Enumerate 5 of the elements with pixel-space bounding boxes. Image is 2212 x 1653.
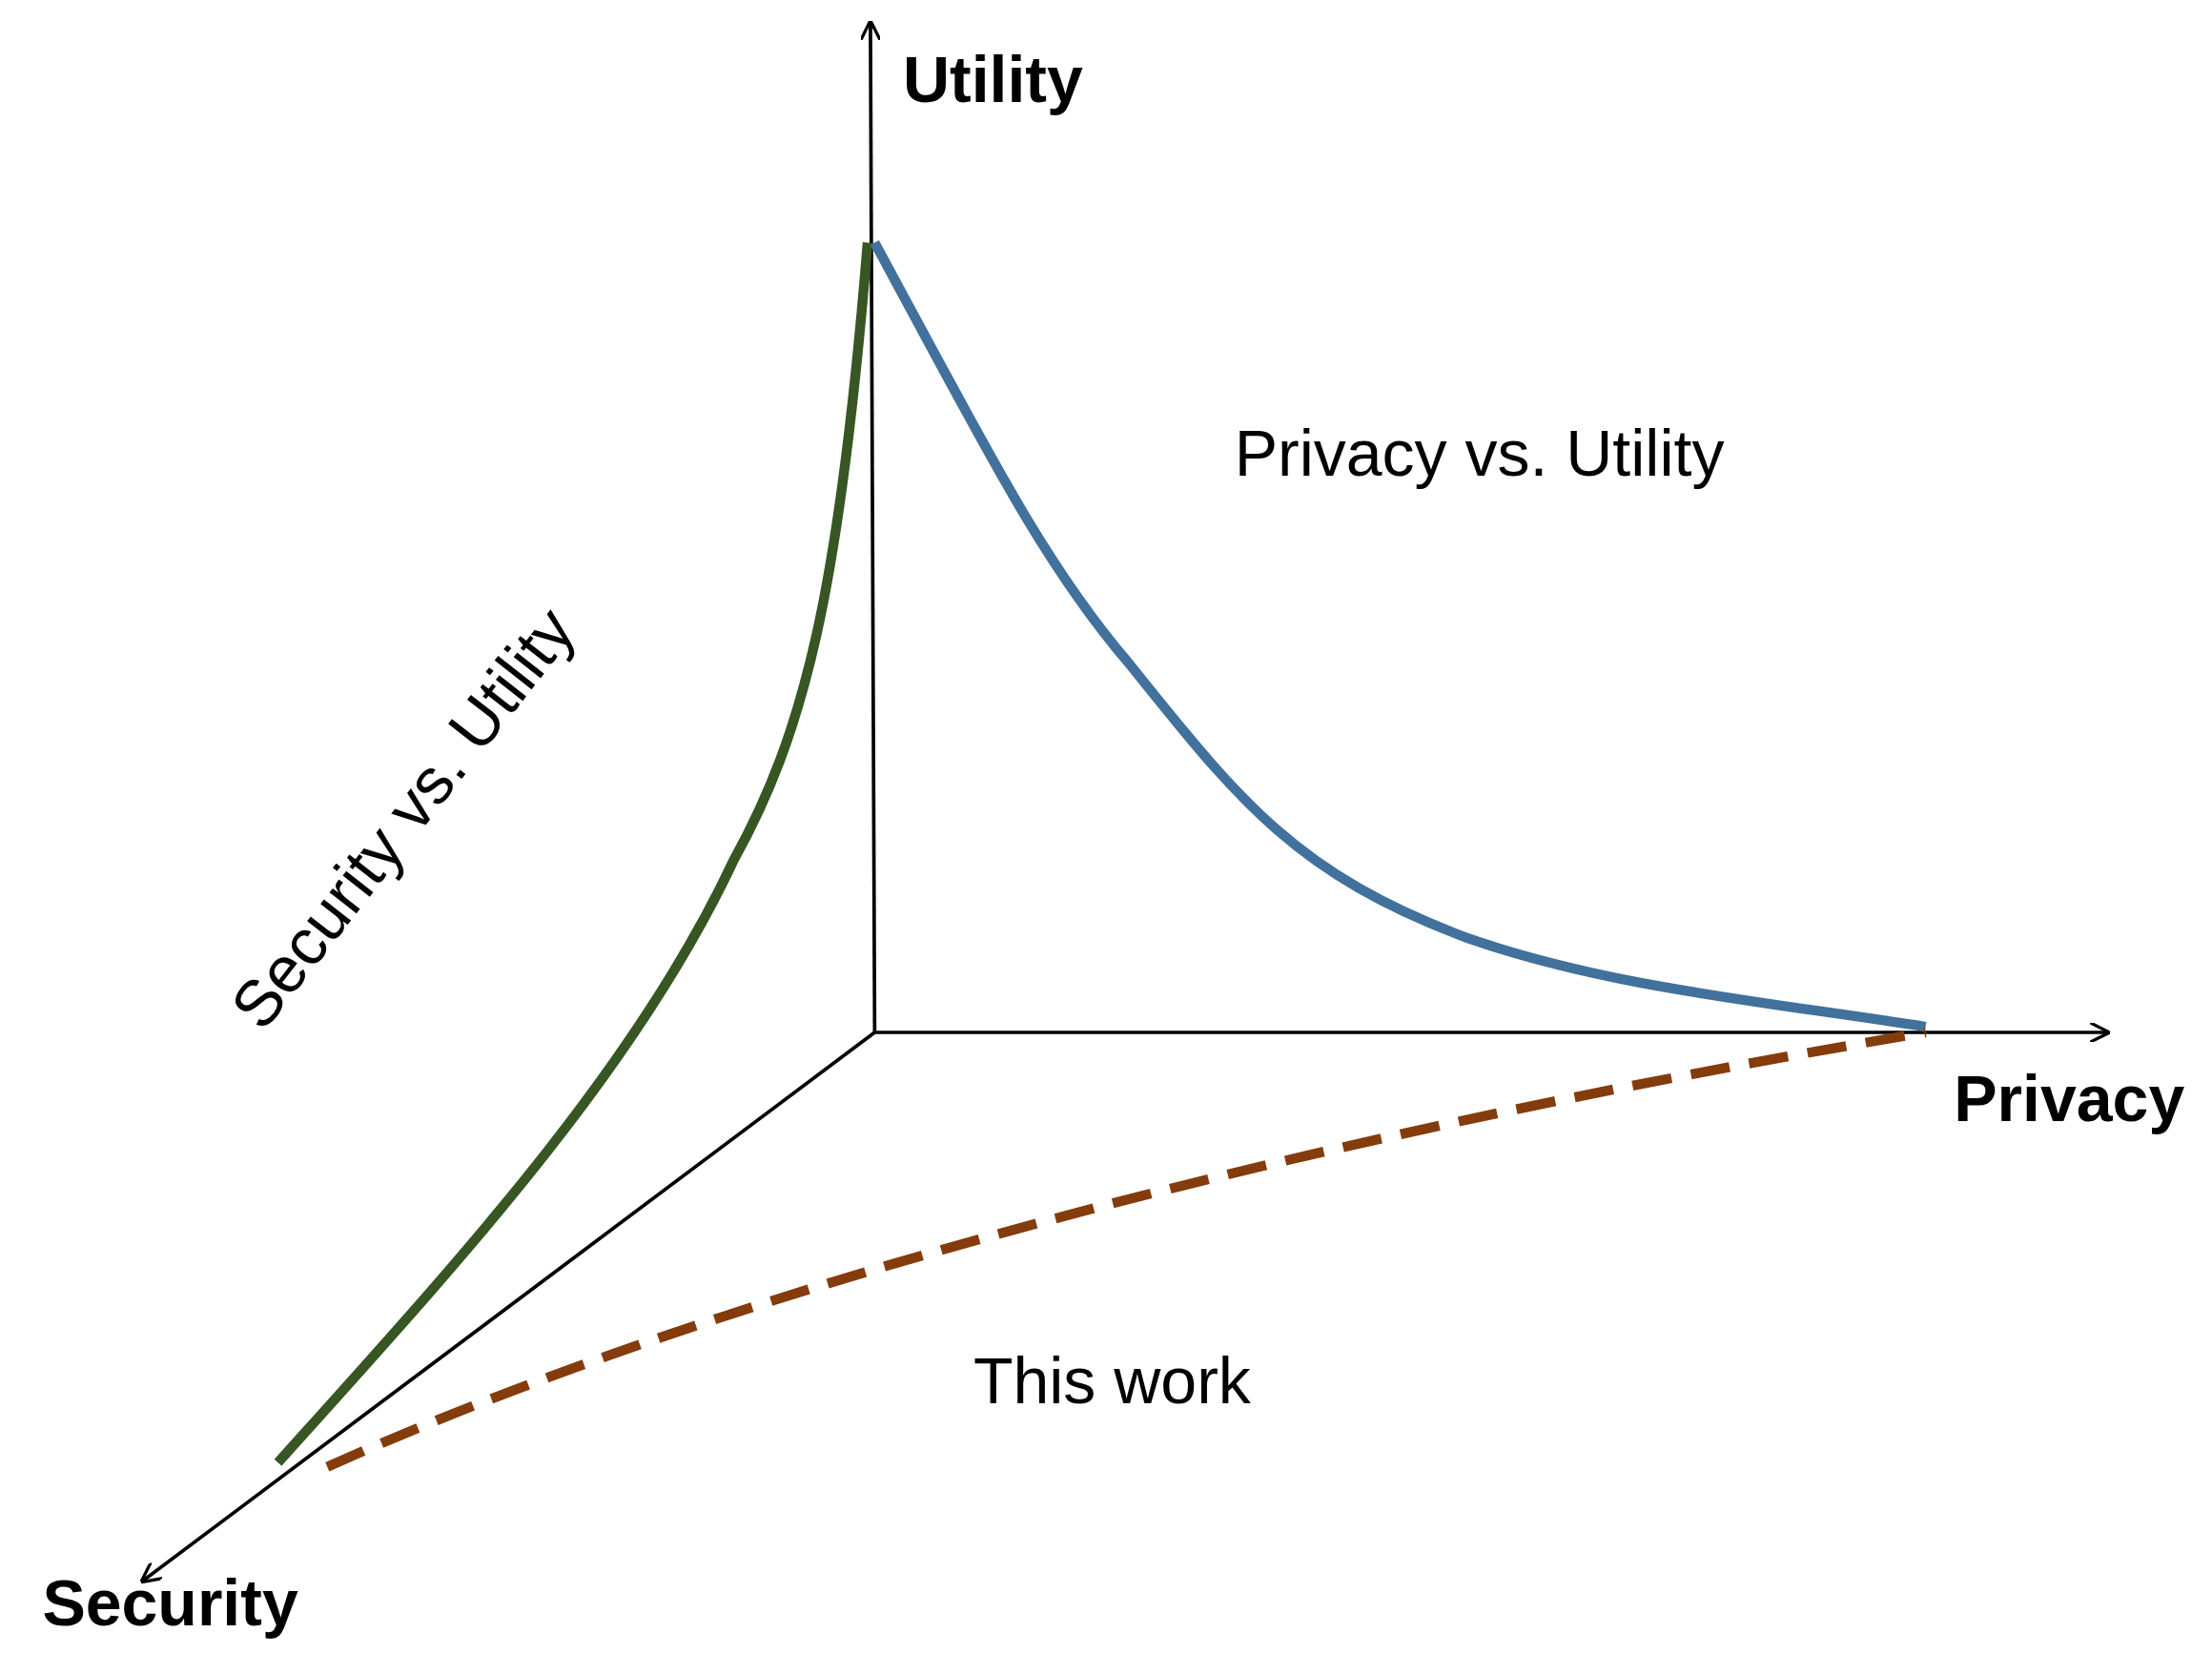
axis-label: Security [42, 1565, 298, 1641]
axis-label: Privacy [1954, 1060, 2185, 1135]
curve-label: Privacy vs. Utility [1234, 416, 1725, 491]
axis-label: Utility [902, 42, 1083, 117]
curve-label: This work [973, 1342, 1251, 1418]
